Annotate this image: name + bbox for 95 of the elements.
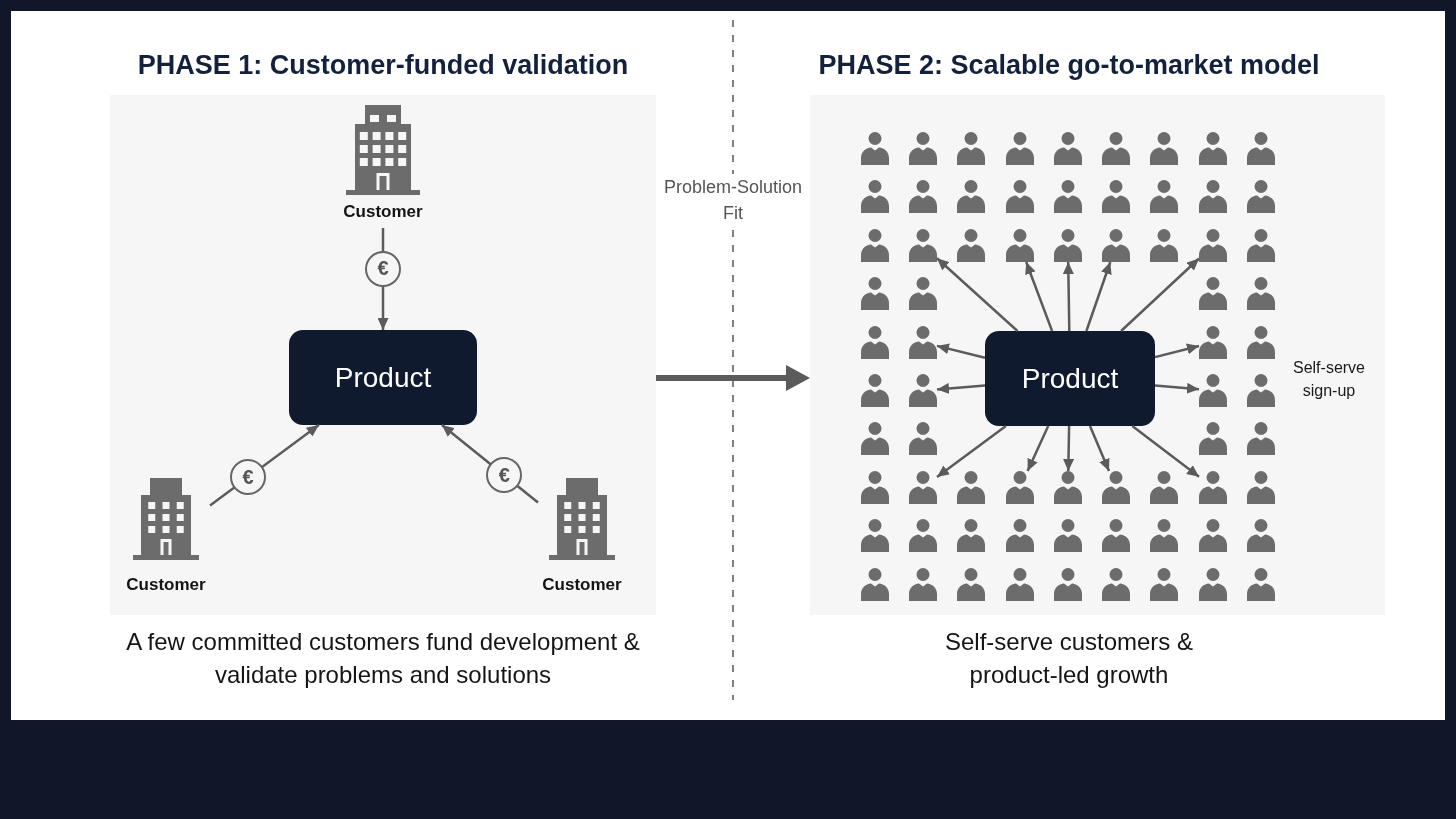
- person-icon: [909, 568, 937, 601]
- arrow: [936, 382, 986, 394]
- person-icon: [909, 422, 937, 455]
- arrow: [1063, 425, 1074, 472]
- person-icon: [1102, 132, 1130, 165]
- phase-heading: PHASE 1: Customer-funded validation: [137, 49, 629, 82]
- arrow: [1026, 425, 1050, 472]
- person-icon: [1247, 326, 1275, 359]
- person-icon: [957, 568, 985, 601]
- person-icon: [861, 229, 889, 262]
- person-icon: [909, 374, 937, 407]
- person-icon: [861, 519, 889, 552]
- arrow: [1088, 425, 1111, 472]
- person-icon: [1102, 568, 1130, 601]
- person-icon: [909, 277, 937, 310]
- person-icon: [957, 132, 985, 165]
- phase-caption: A few committed customers fund development & validate problems and solutions: [125, 627, 641, 690]
- annotation-label: Self-serve sign-up: [1292, 358, 1366, 401]
- person-icon: [957, 229, 985, 262]
- person-icon: [1150, 132, 1178, 165]
- arrow: [1085, 261, 1112, 332]
- person-icon: [1006, 519, 1034, 552]
- person-icon: [1006, 132, 1034, 165]
- person-icon: [1247, 374, 1275, 407]
- person-icon: [909, 471, 937, 504]
- building-caption: Customer: [343, 201, 423, 223]
- person-icon: [1054, 568, 1082, 601]
- person-icon: [909, 326, 937, 359]
- product-box: Product: [289, 330, 477, 425]
- person-icon: [1150, 471, 1178, 504]
- person-icon: [909, 132, 937, 165]
- person-icon: [957, 471, 985, 504]
- person-icon: [1199, 229, 1227, 262]
- person-icon: [1006, 471, 1034, 504]
- person-icon: [861, 471, 889, 504]
- person-icon: [1247, 471, 1275, 504]
- person-icon: [1247, 519, 1275, 552]
- person-icon: [1102, 471, 1130, 504]
- person-icon: [1247, 132, 1275, 165]
- person-icon: [1199, 326, 1227, 359]
- person-icon: [861, 422, 889, 455]
- person-icon: [1199, 422, 1227, 455]
- person-icon: [1006, 568, 1034, 601]
- person-icon: [1199, 180, 1227, 213]
- person-icon: [957, 519, 985, 552]
- person-icon: [909, 229, 937, 262]
- person-icon: [1102, 519, 1130, 552]
- arrow: [936, 343, 986, 359]
- person-icon: [957, 180, 985, 213]
- person-icon: [861, 568, 889, 601]
- person-icon: [1199, 132, 1227, 165]
- phase-heading: PHASE 2: Scalable go-to-market model: [818, 49, 1320, 82]
- arrow: [1062, 261, 1074, 332]
- person-icon: [1247, 568, 1275, 601]
- arrow: [936, 425, 1007, 479]
- person-icon: [1199, 568, 1227, 601]
- person-icon: [1247, 180, 1275, 213]
- product-box: Product: [985, 331, 1155, 426]
- person-icon: [861, 326, 889, 359]
- person-icon: [1150, 180, 1178, 213]
- person-icon: [909, 519, 937, 552]
- person-icon: [1199, 277, 1227, 310]
- person-icon: [1150, 568, 1178, 601]
- arrow: [656, 365, 810, 391]
- phase-caption: Self-serve customers & product-led growth: [943, 627, 1195, 690]
- person-icon: [1199, 374, 1227, 407]
- person-icon: [861, 180, 889, 213]
- building-caption: Customer: [542, 574, 622, 596]
- person-icon: [1054, 519, 1082, 552]
- person-icon: [1054, 132, 1082, 165]
- person-icon: [1102, 180, 1130, 213]
- person-icon: [1199, 471, 1227, 504]
- person-icon: [1199, 519, 1227, 552]
- person-icon: [1054, 180, 1082, 213]
- person-icon: [909, 180, 937, 213]
- arrow: [936, 257, 1019, 332]
- person-icon: [1006, 180, 1034, 213]
- person-icon: [1102, 229, 1130, 262]
- person-icon: [1150, 519, 1178, 552]
- building-caption: Customer: [126, 574, 206, 596]
- arrow: [1120, 257, 1200, 332]
- person-icon: [1247, 277, 1275, 310]
- person-icon: [861, 374, 889, 407]
- arrow: [1154, 343, 1200, 359]
- person-icon: [1247, 422, 1275, 455]
- person-icon: [861, 277, 889, 310]
- person-icon: [1054, 229, 1082, 262]
- person-icon: [1150, 229, 1178, 262]
- person-icon: [1054, 471, 1082, 504]
- person-icon: [1006, 229, 1034, 262]
- person-icon: [861, 132, 889, 165]
- arrow: [1154, 382, 1200, 394]
- arrow: [1131, 425, 1200, 478]
- person-icon: [1247, 229, 1275, 262]
- arrow: [1025, 261, 1054, 332]
